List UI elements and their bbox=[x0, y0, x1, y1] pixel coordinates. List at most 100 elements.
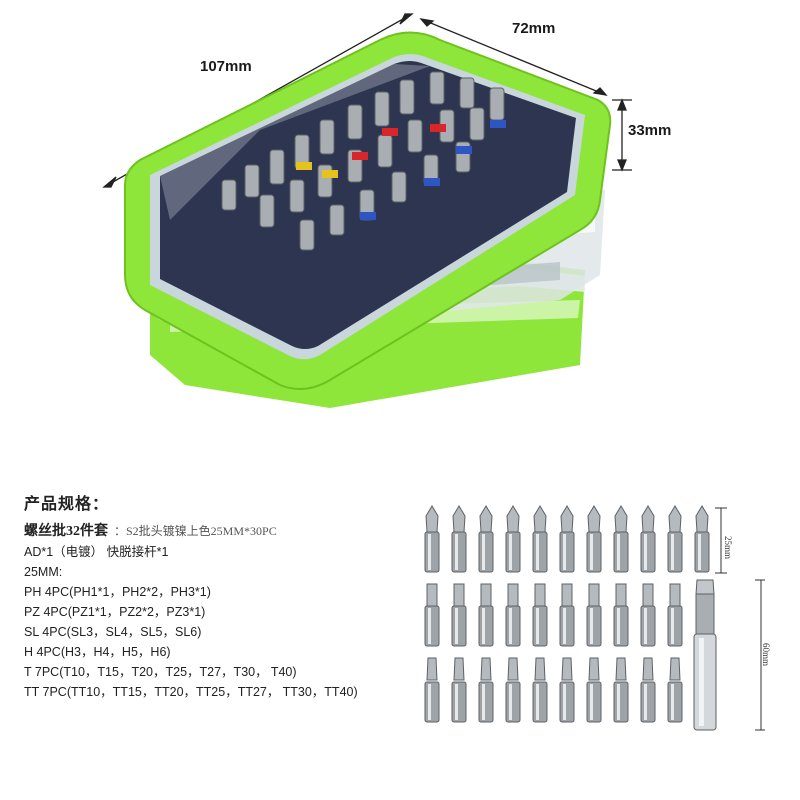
bit-tip bbox=[452, 505, 466, 533]
bit-tip bbox=[695, 505, 709, 533]
bit-tip bbox=[507, 657, 519, 681]
bit-shank bbox=[667, 605, 683, 647]
spec-panel: 产品规格： 螺丝批32件套：S2批头镀镍上色25MM*30PC AD*1（电镀）… bbox=[24, 490, 419, 702]
bit-shank bbox=[451, 605, 467, 647]
bit-shank bbox=[559, 681, 575, 723]
bit-highlight bbox=[644, 608, 647, 644]
bit-tip bbox=[561, 583, 573, 607]
bit-long-length-label: 60mm bbox=[761, 643, 771, 667]
bit-shank bbox=[559, 531, 575, 573]
bit-highlight bbox=[536, 608, 539, 644]
bit-shank bbox=[640, 681, 656, 723]
bit-highlight bbox=[617, 608, 620, 644]
spec-line-sl: SL 4PC(SL3，SL4，SL5，SL6) bbox=[24, 625, 202, 639]
bit-tip bbox=[642, 657, 654, 681]
spec-line-t: T 7PC(T10，T15，T20，T25，T27，T30， T40) bbox=[24, 665, 297, 679]
spec-line-pz: PZ 4PC(PZ1*1，PZ2*2，PZ3*1) bbox=[24, 605, 206, 619]
bit-tip bbox=[588, 583, 600, 607]
spec-title: 产品规格： bbox=[24, 496, 110, 513]
bit-highlight bbox=[563, 608, 566, 644]
spec-subtitle: 螺丝批32件套 ：S2批头镀镍上色25MM*30PC bbox=[24, 520, 419, 540]
spec-subtitle-name: 螺丝批32件套 bbox=[24, 524, 108, 539]
bit-highlight bbox=[590, 534, 593, 570]
bit-tip bbox=[507, 583, 519, 607]
bit-tip bbox=[561, 657, 573, 681]
bit-shank bbox=[694, 531, 710, 573]
bit-tip bbox=[480, 657, 492, 681]
bit-shank bbox=[505, 531, 521, 573]
bit-tip bbox=[669, 583, 681, 607]
bit-highlight bbox=[671, 608, 674, 644]
bit-case-illustration bbox=[102, 13, 632, 408]
bit-tip bbox=[669, 657, 681, 681]
bit-highlight bbox=[590, 608, 593, 644]
bit-highlight bbox=[698, 534, 701, 570]
bit-shank bbox=[478, 605, 494, 647]
bit-highlight bbox=[482, 534, 485, 570]
bit-highlight bbox=[617, 534, 620, 570]
bit-tip bbox=[479, 505, 493, 533]
bit-shank bbox=[505, 605, 521, 647]
bit-highlight bbox=[428, 534, 431, 570]
spec-subtitle-detail: ：S2批头镀镍上色25MM*30PC bbox=[114, 524, 277, 538]
quick-release-extension bbox=[693, 579, 717, 731]
bit-tip bbox=[615, 657, 627, 681]
bit-highlight bbox=[563, 684, 566, 720]
bit-tip bbox=[480, 583, 492, 607]
bit-shank bbox=[478, 681, 494, 723]
bit-shank bbox=[586, 681, 602, 723]
bit-tip bbox=[642, 583, 654, 607]
bit-short-length-label: 25mm bbox=[723, 536, 733, 560]
bit-shank bbox=[424, 605, 440, 647]
bit-shank bbox=[613, 531, 629, 573]
bit-highlight bbox=[536, 684, 539, 720]
bit-tip bbox=[668, 505, 682, 533]
bit-tip bbox=[588, 657, 600, 681]
case-bits bbox=[221, 71, 506, 251]
bit-tip bbox=[425, 505, 439, 533]
bit-shank bbox=[532, 605, 548, 647]
bit-highlight bbox=[455, 534, 458, 570]
bit-shank bbox=[451, 531, 467, 573]
spec-line-length: 25MM: bbox=[24, 565, 63, 579]
bit-tip bbox=[560, 505, 574, 533]
bit-tip bbox=[587, 505, 601, 533]
spec-line-ph: PH 4PC(PH1*1，PH2*2，PH3*1) bbox=[24, 585, 211, 599]
bit-highlight bbox=[644, 534, 647, 570]
bit-shank bbox=[451, 681, 467, 723]
spec-line-h: H 4PC(H3，H4，H5，H6) bbox=[24, 645, 171, 659]
bit-shank bbox=[667, 681, 683, 723]
bits-illustration bbox=[424, 505, 765, 731]
bit-highlight bbox=[644, 684, 647, 720]
bit-shank bbox=[667, 531, 683, 573]
bit-shank bbox=[478, 531, 494, 573]
bit-shank bbox=[532, 681, 548, 723]
bit-tip bbox=[641, 505, 655, 533]
bit-shank bbox=[640, 531, 656, 573]
bit-tip bbox=[426, 583, 438, 607]
bit-tip bbox=[615, 583, 627, 607]
bit-tip bbox=[453, 583, 465, 607]
bit-shank bbox=[532, 531, 548, 573]
dimension-width-label: 72mm bbox=[512, 20, 556, 37]
bit-tip bbox=[614, 505, 628, 533]
bit-tip bbox=[506, 505, 520, 533]
bit-shank bbox=[559, 605, 575, 647]
bit-shank bbox=[640, 605, 656, 647]
bit-rows bbox=[424, 505, 710, 723]
bit-dimension-marks bbox=[715, 507, 765, 731]
bit-highlight bbox=[563, 534, 566, 570]
bit-tip bbox=[533, 505, 547, 533]
bit-highlight bbox=[536, 534, 539, 570]
bit-highlight bbox=[509, 608, 512, 644]
bit-highlight bbox=[455, 684, 458, 720]
bit-tip bbox=[453, 657, 465, 681]
bit-highlight bbox=[455, 608, 458, 644]
bit-shank bbox=[505, 681, 521, 723]
bit-shank bbox=[586, 531, 602, 573]
bit-shank bbox=[424, 531, 440, 573]
bit-tip bbox=[426, 657, 438, 681]
bit-highlight bbox=[590, 684, 593, 720]
bit-highlight bbox=[428, 608, 431, 644]
bit-highlight bbox=[671, 534, 674, 570]
